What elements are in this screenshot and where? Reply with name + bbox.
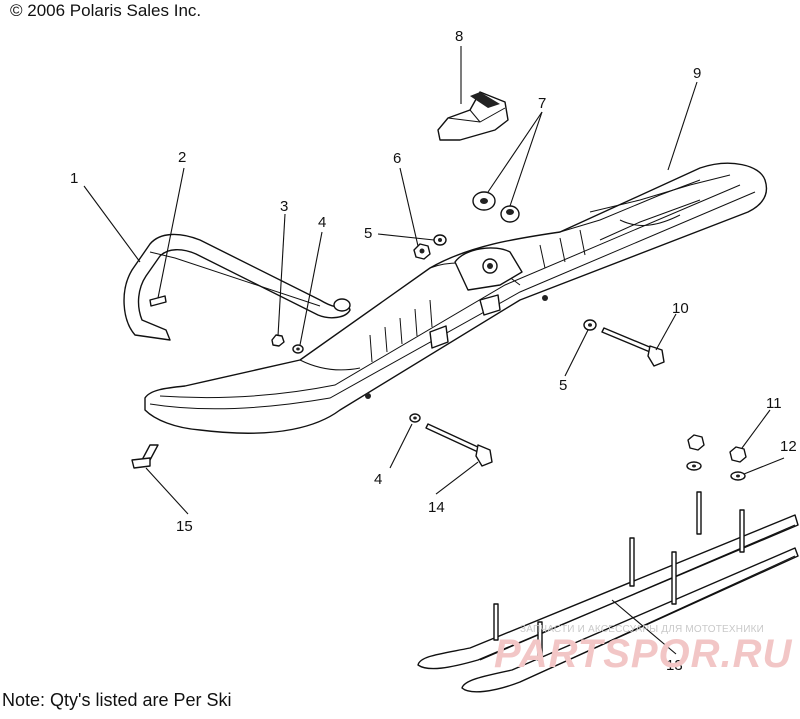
bushings xyxy=(472,191,520,223)
wear-bar xyxy=(417,491,799,693)
callout-11: 11 xyxy=(766,395,782,412)
callout-4-upper: 4 xyxy=(318,214,326,231)
small-nut-washer xyxy=(271,334,304,354)
leader-lines xyxy=(83,46,785,655)
callout-5-lower: 5 xyxy=(559,377,567,394)
saddle-pad xyxy=(437,91,509,141)
wear-bar-nuts xyxy=(686,434,747,481)
callout-9: 9 xyxy=(693,65,701,82)
rivet xyxy=(131,444,159,469)
callout-numbers: 1 2 3 4 5 6 7 8 9 10 5 11 12 4 14 15 13 xyxy=(70,28,797,674)
callout-6: 6 xyxy=(393,150,401,167)
callout-14: 14 xyxy=(428,499,445,516)
lower-bolt xyxy=(409,413,493,467)
copyright-text: © 2006 Polaris Sales Inc. xyxy=(10,1,202,20)
callout-10: 10 xyxy=(672,300,689,317)
callout-2: 2 xyxy=(178,149,186,166)
callout-4-lower: 4 xyxy=(374,471,382,488)
handle-pin xyxy=(149,295,167,307)
ski-handle-loop xyxy=(123,233,351,341)
callout-7: 7 xyxy=(538,95,546,112)
callout-15: 15 xyxy=(176,518,193,535)
callout-3: 3 xyxy=(280,198,288,215)
ski-body xyxy=(144,162,768,434)
callout-12: 12 xyxy=(780,438,797,455)
callout-13: 13 xyxy=(666,657,683,674)
mount-bolt xyxy=(583,319,665,367)
top-nut-washer xyxy=(413,234,447,260)
callout-1: 1 xyxy=(70,170,78,187)
callout-5-upper: 5 xyxy=(364,225,372,242)
qty-note: Note: Qty's listed are Per Ski xyxy=(2,690,232,710)
watermark-text: ЗАПЧАСТИ И АКСЕССУАРЫ ДЛЯ МОТОТЕХНИКИ xyxy=(520,624,765,635)
watermark-logo: PARTSPOR.RU xyxy=(494,632,793,676)
callout-8: 8 xyxy=(455,28,463,45)
